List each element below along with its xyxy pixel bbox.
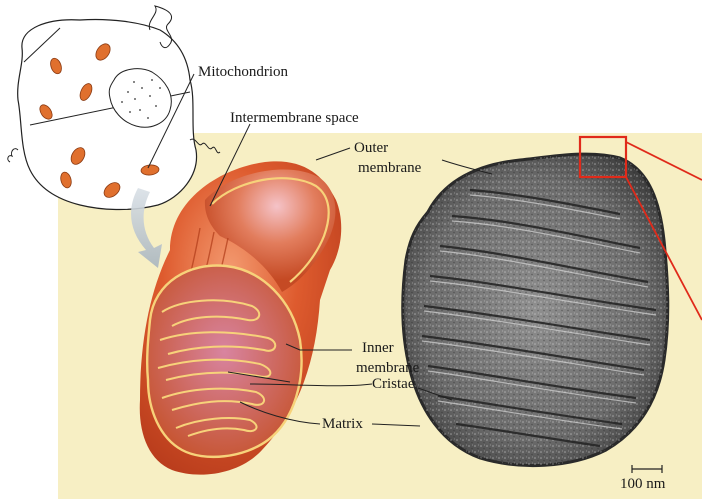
label-inner-membrane-line1: Inner xyxy=(362,340,394,357)
label-outer-membrane-line1: Outer xyxy=(354,140,388,157)
electron-micrograph xyxy=(403,154,668,466)
label-intermembrane-space: Intermembrane space xyxy=(230,110,359,127)
label-cristae: Cristae xyxy=(372,376,415,393)
label-matrix: Matrix xyxy=(322,416,363,433)
label-inner-membrane-line2: membrane xyxy=(356,360,419,377)
label-scale-bar: 100 nm xyxy=(620,476,665,493)
label-mitochondrion: Mitochondrion xyxy=(198,64,288,81)
label-outer-membrane-line2: membrane xyxy=(358,160,421,177)
cell-sketch xyxy=(8,6,220,210)
